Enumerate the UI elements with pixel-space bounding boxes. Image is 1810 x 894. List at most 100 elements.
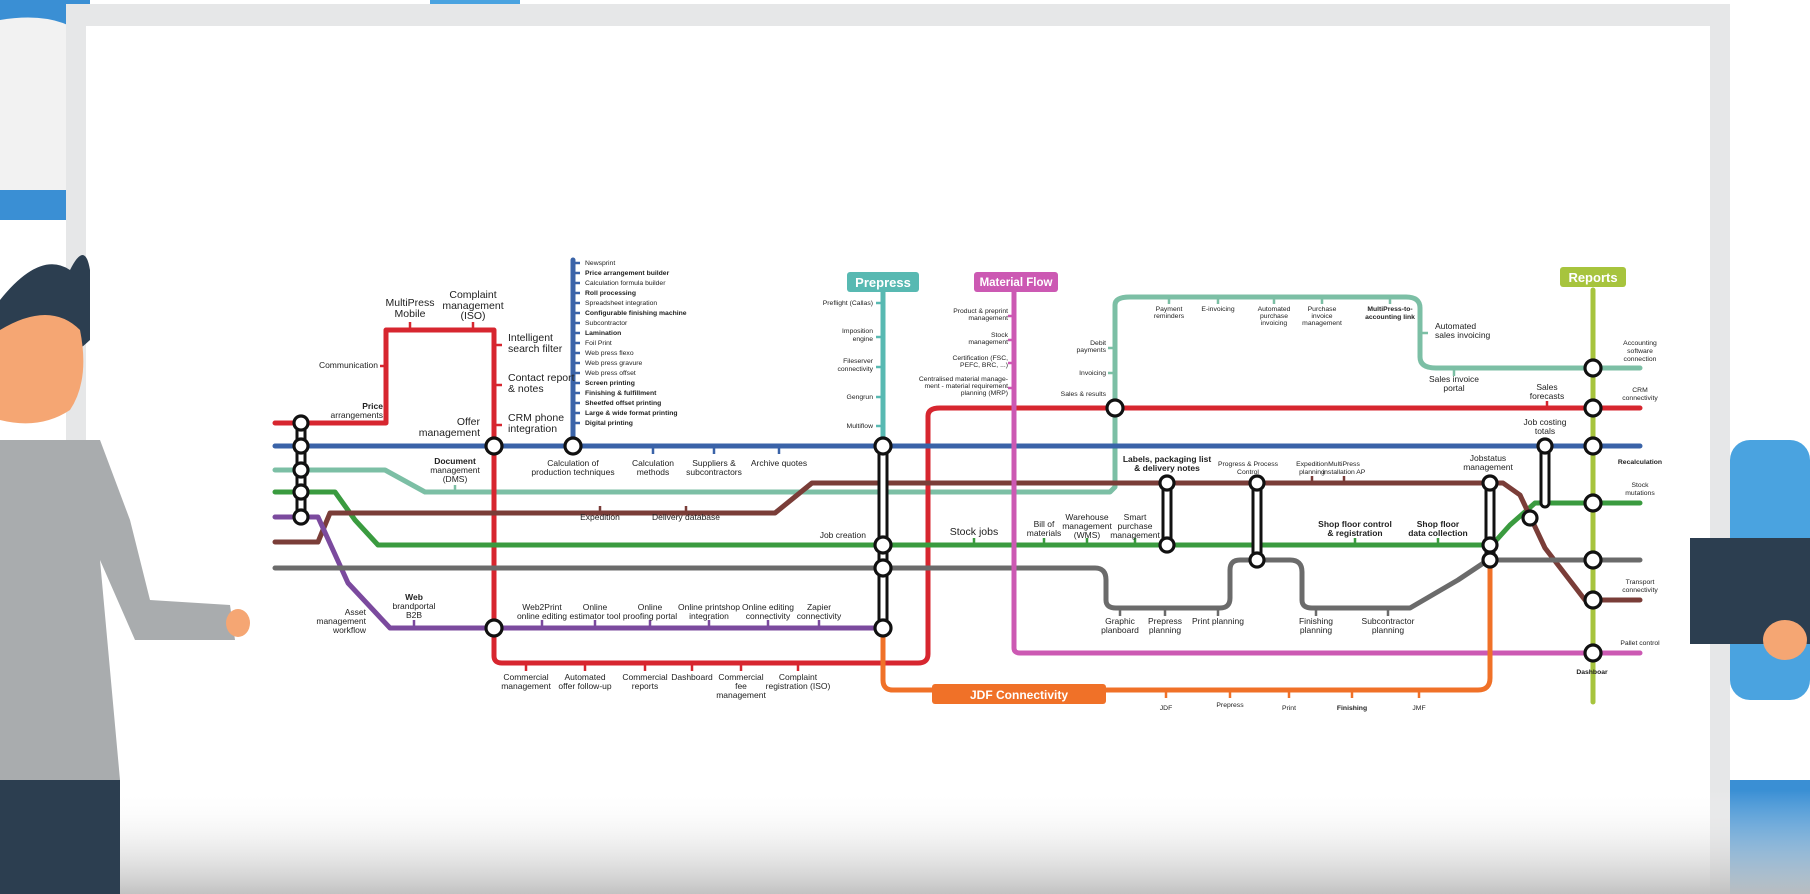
- station-job-costing-bottom: [1521, 509, 1539, 527]
- presenter-character: [0, 255, 250, 894]
- station-label: Communication: [319, 360, 378, 370]
- station-label: forecasts: [1530, 391, 1565, 401]
- station-label: subcontractors: [686, 467, 742, 477]
- station-label: Purchase: [1308, 306, 1337, 313]
- station-label: JMF: [1412, 705, 1425, 712]
- station-label: Preflight (Callas): [823, 300, 873, 307]
- station-label: purchase: [1260, 313, 1288, 320]
- station-label: Pallet control: [1620, 640, 1660, 647]
- station-label: Asset: [345, 607, 367, 617]
- station-label: reminders: [1154, 313, 1185, 320]
- station-label: management: [1062, 521, 1112, 531]
- station-label: Offer: [457, 416, 481, 428]
- station-label: connectivity: [837, 366, 873, 373]
- station-label: sales invoicing: [1435, 330, 1491, 340]
- station-label: Large & wide format printing: [585, 410, 678, 417]
- station-label: Calculation: [632, 458, 674, 468]
- station-label: Web2Print: [522, 602, 562, 612]
- station-start-purple: [292, 508, 310, 526]
- station-label: Expedition: [1296, 461, 1328, 468]
- whiteboard-surface: [86, 26, 1710, 894]
- station-reports-pallet: [1583, 643, 1603, 663]
- line-gray: [272, 557, 1643, 611]
- station-labels-bottom: [1158, 536, 1176, 554]
- station-label: Delivery database: [652, 512, 720, 522]
- station-label: Configurable finishing machine: [585, 310, 687, 317]
- station-label: Print: [1282, 705, 1296, 712]
- station-label: management: [1110, 530, 1160, 540]
- station-label: Zapier: [807, 602, 831, 612]
- station-label: Expedition: [580, 512, 620, 522]
- badge-material-flow: Material Flow: [974, 272, 1058, 292]
- station-label: ment - material requirement: [925, 383, 1009, 390]
- station-label: B2B: [406, 610, 422, 620]
- station-label: Spreadsheet integration: [585, 300, 657, 307]
- station-label: Contact report: [508, 372, 575, 384]
- station-label: Complaint: [779, 672, 818, 682]
- badge-prepress-label: Prepress: [855, 275, 911, 290]
- station-label: methods: [637, 467, 670, 477]
- station-label: data collection: [1408, 528, 1468, 538]
- station-label: Web: [405, 592, 423, 602]
- station-label: Automated: [564, 672, 605, 682]
- station-label: Shop floor control: [1318, 519, 1392, 529]
- station-label: Dashboard: [671, 672, 713, 682]
- station-label: search filter: [508, 343, 563, 355]
- station-label: connectivity: [797, 611, 842, 621]
- station-reports-transport: [1583, 590, 1603, 610]
- station-prepress: [873, 436, 893, 456]
- station-label: management: [1463, 462, 1513, 472]
- station-reports-crm: [1583, 398, 1603, 418]
- line-magenta: [1011, 287, 1643, 656]
- station-label: Multiflow: [847, 423, 874, 430]
- station-label: materials: [1027, 528, 1061, 538]
- station-label: Job creation: [820, 530, 867, 540]
- line-mint: [272, 294, 1643, 495]
- station-label: E-invoicing: [1201, 306, 1234, 313]
- station-label: arrangements: [331, 410, 383, 420]
- station-label: CRM phone: [508, 412, 564, 424]
- station-label: Mobile: [395, 308, 426, 320]
- line-green: [272, 489, 1643, 548]
- station-label: Intelligent: [508, 332, 553, 344]
- station-progress-bottom: [1248, 551, 1266, 569]
- station-label: Dashboar: [1576, 669, 1608, 676]
- station-label: Warehouse: [1065, 512, 1108, 522]
- line-brown: [272, 480, 1643, 603]
- station-label: Fileserver: [843, 358, 874, 365]
- station-label: Prepress: [1216, 702, 1244, 709]
- station-label: Prepress: [1148, 616, 1182, 626]
- station-label: mutations: [1625, 490, 1655, 497]
- station-progress-top: [1248, 474, 1266, 492]
- station-label: planning: [1299, 469, 1325, 476]
- interchange-stations: [292, 358, 1603, 663]
- station-label: purchase: [1118, 521, 1153, 531]
- station-prepress-gray: [873, 558, 893, 578]
- station-label: Print planning: [1192, 616, 1244, 626]
- station-label: Shop floor: [1417, 519, 1460, 529]
- station-label: Commercial: [503, 672, 548, 682]
- station-label: payments: [1077, 347, 1107, 354]
- station-label: Centralised material manage-: [919, 376, 1008, 383]
- station-label: workflow: [332, 625, 367, 635]
- station-label: registration (ISO): [766, 681, 831, 691]
- station-label: estimator tool: [569, 611, 620, 621]
- station-label: CRM: [1632, 387, 1648, 394]
- station-label: Complaint: [449, 289, 496, 301]
- station-label: MultiPress: [385, 297, 434, 309]
- station-start-mint: [292, 461, 310, 479]
- station-label: Finishing & fulfillment: [585, 390, 657, 397]
- station-label: Web press gravure: [585, 360, 643, 367]
- station-label: management: [716, 690, 766, 700]
- station-label: MultiPress: [1328, 461, 1360, 468]
- badge-reports: Reports: [1560, 267, 1626, 287]
- station-labels: MultiPressMobileComplaintmanagement(ISO)…: [316, 260, 1662, 712]
- station-label: Document: [434, 456, 476, 466]
- line-orange: [880, 557, 1493, 693]
- second-character-arm: [1690, 538, 1810, 660]
- station-label: production techniques: [531, 467, 614, 477]
- station-label: Progress & Process: [1218, 461, 1279, 468]
- station-start-blue: [292, 437, 310, 455]
- station-label: offer follow-up: [558, 681, 612, 691]
